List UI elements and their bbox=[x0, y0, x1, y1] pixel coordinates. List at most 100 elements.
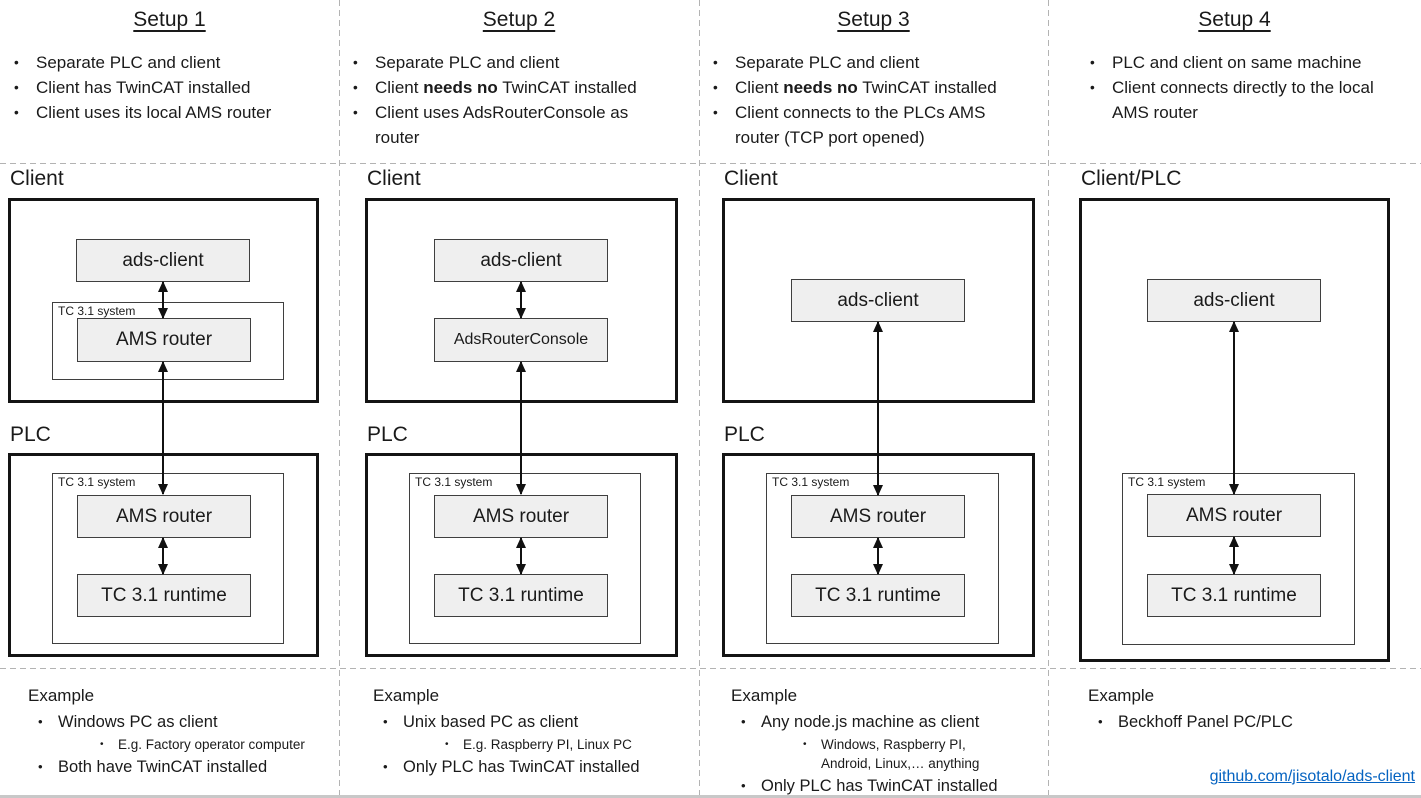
bullet-dot: • bbox=[383, 759, 388, 774]
connection-arrow bbox=[162, 282, 164, 318]
ams-router-box: AMS router bbox=[77, 495, 251, 538]
example-bullet: • Windows PC as client bbox=[28, 710, 328, 734]
client-section-label: Client bbox=[724, 167, 778, 190]
bullet-text: PLC and client on same machine bbox=[1112, 50, 1376, 75]
setup-bullet: • PLC and client on same machine bbox=[1076, 50, 1376, 75]
bullet-dot: • bbox=[383, 714, 388, 729]
bullet-dot: • bbox=[803, 739, 807, 750]
bullet-dot: • bbox=[38, 714, 43, 729]
example-list: •Unix based PC as client•E.g. Raspberry … bbox=[373, 710, 683, 779]
setup-section-3: Setup 3 • Separate PLC and client •Client … bbox=[699, 8, 1048, 150]
example-heading: Example bbox=[1088, 686, 1155, 705]
ams-router-box: AMS router bbox=[77, 318, 251, 362]
example-text: Windows PC as client bbox=[58, 713, 218, 731]
example-sub-line: Android, Linux,… anything bbox=[821, 756, 980, 771]
bullet-dot: • bbox=[38, 759, 43, 774]
github-link[interactable]: github.com/jisotalo/ads-client bbox=[1209, 768, 1415, 785]
connection-arrow bbox=[877, 322, 879, 495]
tc-system-label: TC 3.1 system bbox=[58, 475, 136, 489]
bullet-dot: • bbox=[741, 714, 746, 729]
example-bullet: •Only PLC has TwinCAT installed bbox=[731, 774, 1041, 798]
tc-system-box: TC 3.1 system bbox=[52, 473, 284, 644]
bullet-text: Client uses its local AMS router bbox=[36, 100, 330, 125]
setup-title: Setup 3 bbox=[837, 8, 910, 31]
example-text: Only PLC has TwinCAT installed bbox=[761, 777, 998, 795]
connection-arrow bbox=[1233, 322, 1235, 494]
bullet-dot: • bbox=[353, 105, 358, 120]
bullet-dot: • bbox=[713, 80, 718, 95]
example-bullet: • Unix based PC as client bbox=[373, 710, 683, 734]
example-text: Only PLC has TwinCAT installed bbox=[403, 758, 640, 776]
example-bullet: •Beckhoff Panel PC/PLC bbox=[1088, 710, 1388, 734]
bullet-segment: PLC and client on same machine bbox=[1112, 53, 1362, 72]
ads-client-box: ads-client bbox=[76, 239, 250, 282]
example-section-3: Example • Any node.js machine as client • W… bbox=[731, 684, 1041, 798]
setup-bullets: •Separate PLC and client•Client has Twin… bbox=[0, 50, 330, 125]
example-text: Unix based PC as client bbox=[403, 713, 579, 731]
setup-title: Setup 1 bbox=[133, 8, 206, 31]
connection-arrow bbox=[1233, 537, 1235, 574]
tc-runtime-box: TC 3.1 runtime bbox=[791, 574, 965, 617]
bullet-segment: Client bbox=[735, 78, 784, 97]
tc-system-label: TC 3.1 system bbox=[415, 475, 493, 489]
tc-runtime-box: TC 3.1 runtime bbox=[1147, 574, 1321, 617]
bullet-dot: • bbox=[353, 80, 358, 95]
bullet-dot: • bbox=[14, 105, 19, 120]
setup-title: Setup 4 bbox=[1198, 8, 1271, 31]
bullet-segment: TwinCAT installed bbox=[857, 78, 997, 97]
example-text: Any node.js machine as client bbox=[761, 713, 980, 731]
client-section-label: Client bbox=[10, 167, 64, 190]
bullet-segment: Separate PLC and client bbox=[735, 53, 920, 72]
bullet-segment: Client connects to the PLCs AMS router (… bbox=[735, 103, 986, 147]
setup-section-2: Setup 2 •Separate PLC and client•Client … bbox=[339, 8, 699, 150]
column-divider bbox=[699, 0, 700, 798]
client-plc-section-label: Client/PLC bbox=[1081, 167, 1182, 190]
row-divider bbox=[0, 668, 1421, 669]
bullet-dot: • bbox=[1090, 80, 1095, 95]
bullet-text: Client connects to the PLCs AMS router (… bbox=[735, 100, 1009, 150]
example-sub-bullet: • Windows, Raspberry PI, Android, Linux,… … bbox=[731, 735, 1041, 773]
bullet-text: Separate PLC and client bbox=[375, 50, 654, 75]
connection-arrow bbox=[520, 538, 522, 574]
bullet-segment: Separate PLC and client bbox=[375, 53, 560, 72]
example-heading: Example bbox=[28, 686, 95, 705]
setup-bullet: •Client connects to the PLCs AMS router … bbox=[699, 100, 1009, 150]
tc-system-box: TC 3.1 system bbox=[409, 473, 641, 644]
setup-bullet: •Client needs no TwinCAT installed bbox=[339, 75, 654, 100]
setup-bullet: • Client uses AdsRouterConsole as router bbox=[339, 100, 654, 150]
setup-bullet: • Client needs no TwinCAT installed bbox=[699, 75, 1009, 100]
ads-client-box: ads-client bbox=[1147, 279, 1321, 322]
client-plc-box bbox=[1079, 198, 1390, 662]
example-bullet: • Only PLC has TwinCAT installed bbox=[373, 755, 683, 779]
example-heading: Example bbox=[731, 686, 798, 705]
row-divider bbox=[0, 163, 1421, 164]
example-sub-text: E.g. Factory operator computer bbox=[118, 735, 328, 754]
bullet-text: Client uses AdsRouterConsole as router bbox=[375, 100, 654, 150]
bullet-dot: • bbox=[1090, 55, 1095, 70]
setup-bullet: •Separate PLC and client bbox=[0, 50, 330, 75]
bullet-segment: needs no bbox=[783, 78, 858, 97]
bullet-segment: Client uses its local AMS router bbox=[36, 103, 272, 122]
example-heading: Example bbox=[373, 686, 440, 705]
tc-system-box: TC 3.1 system bbox=[766, 473, 999, 644]
setup-bullet: •Client has TwinCAT installed bbox=[0, 75, 330, 100]
example-sub-text: E.g. Raspberry PI, Linux PC bbox=[463, 735, 683, 754]
tc-system-label: TC 3.1 system bbox=[1128, 475, 1206, 489]
example-sub-bullet: •E.g. Raspberry PI, Linux PC bbox=[373, 735, 683, 754]
plc-section-label: PLC bbox=[367, 423, 408, 446]
bullet-text: Client needs no TwinCAT installed bbox=[735, 75, 1009, 100]
connection-arrow bbox=[520, 362, 522, 494]
plc-section-label: PLC bbox=[10, 423, 51, 446]
example-sub-text: Windows, Raspberry PI, Android, Linux,… a… bbox=[821, 735, 1041, 773]
connection-arrow bbox=[162, 538, 164, 574]
column-divider bbox=[1048, 0, 1049, 798]
example-list: •Beckhoff Panel PC/PLC bbox=[1088, 710, 1388, 734]
bullet-text: Separate PLC and client bbox=[36, 50, 330, 75]
example-text: Beckhoff Panel PC/PLC bbox=[1118, 713, 1293, 731]
setup-bullet: •Separate PLC and client bbox=[339, 50, 654, 75]
setup-bullet: • Client connects directly to the local A… bbox=[1076, 75, 1376, 125]
example-list: • Windows PC as client • E.g. Factory opera… bbox=[28, 710, 328, 779]
bullet-segment: TwinCAT installed bbox=[497, 78, 637, 97]
example-sub-line: Windows, Raspberry PI, bbox=[821, 737, 966, 752]
bullet-segment: Client connects directly to the local AM… bbox=[1112, 78, 1374, 122]
